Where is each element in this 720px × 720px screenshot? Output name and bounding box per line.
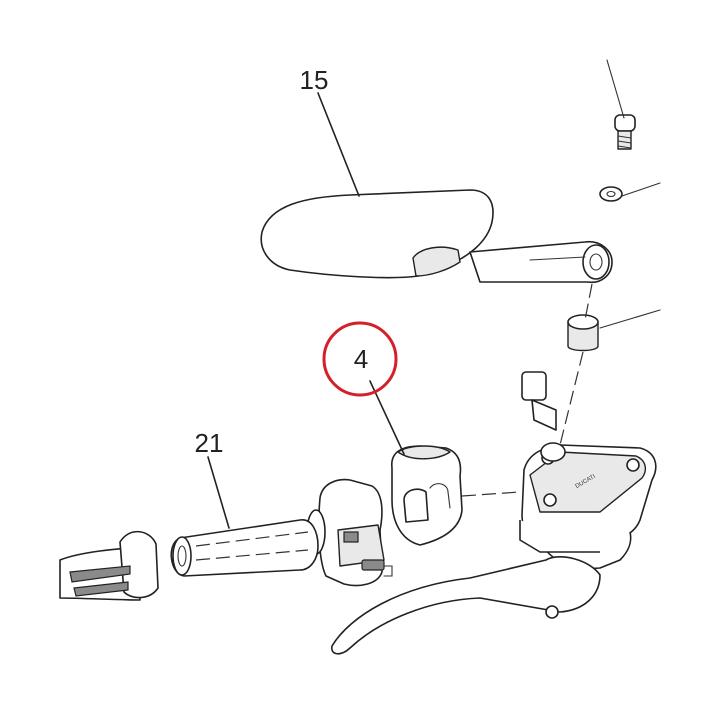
- leader-15: [317, 92, 360, 197]
- throttle-switch-block: [306, 478, 393, 587]
- switch-housing-part: [391, 445, 463, 546]
- handlebar-grip: [170, 519, 319, 577]
- callout-15: 15: [300, 65, 329, 95]
- washer: [599, 186, 623, 202]
- callout-4: 4: [354, 344, 368, 374]
- leader-4: [369, 380, 405, 455]
- brake-lever: [331, 556, 601, 655]
- handlebar-end: [59, 530, 159, 601]
- highlight-ring: [322, 321, 398, 397]
- mirror-part: [260, 189, 613, 284]
- leader-21: [207, 456, 230, 529]
- callout-21: 21: [195, 428, 224, 458]
- spacer-bushing: [567, 314, 599, 352]
- brake-light-switch: [521, 371, 566, 462]
- mirror-bolt: [614, 114, 636, 150]
- brake-master-cylinder: DUCATI: [519, 444, 657, 570]
